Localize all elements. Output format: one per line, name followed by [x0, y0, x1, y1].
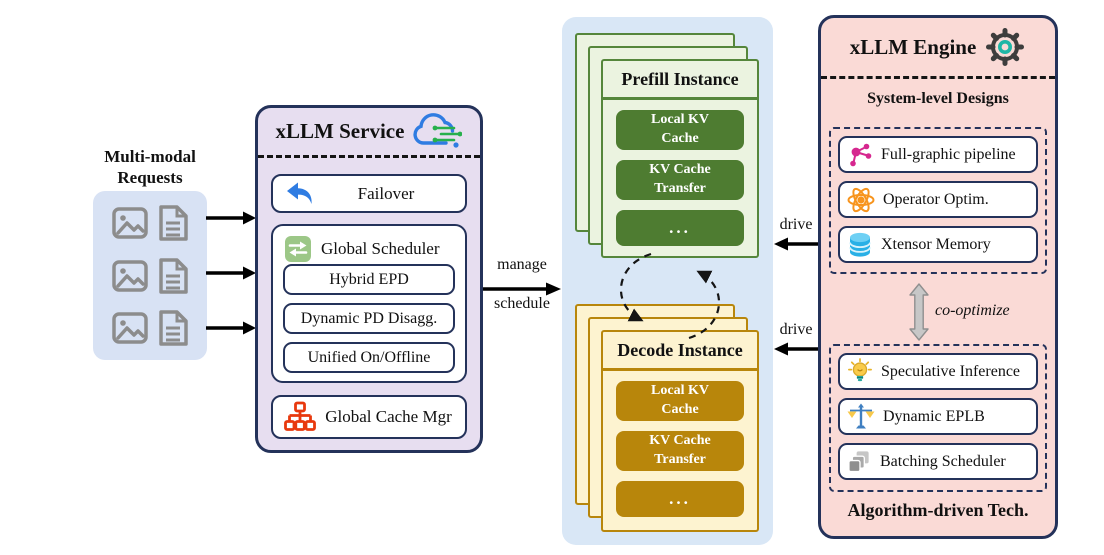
request-arrow	[206, 211, 256, 225]
graph-pipeline-icon	[850, 143, 872, 166]
document-icon	[158, 205, 188, 241]
drive-arrow-top	[774, 237, 819, 251]
item-dynamic-eplb: Dynamic EPLB	[838, 398, 1038, 435]
drive-arrow-bottom	[774, 342, 819, 356]
stacked-batches-icon	[848, 451, 869, 473]
item-label: Operator Optim.	[883, 190, 989, 208]
requests-title: Multi-modal Requests	[78, 146, 222, 189]
prefill-decode-cycle-arrows	[619, 252, 721, 340]
image-icon	[111, 312, 148, 344]
schedule-label: schedule	[494, 295, 550, 312]
xllm-service-box: xLLM Service Failover Global Scheduler H…	[255, 105, 483, 453]
requests-title-line2: Requests	[117, 168, 183, 188]
image-icon	[111, 207, 148, 239]
document-icon	[158, 310, 188, 346]
decode-ellipsis: ...	[616, 481, 744, 517]
item-speculative-inference: Speculative Inference	[838, 353, 1038, 390]
item-batching-scheduler: Batching Scheduler	[838, 443, 1038, 480]
scheduler-item-label: Hybrid EPD	[329, 270, 409, 288]
item-label: Speculative Inference	[881, 362, 1021, 380]
algorithm-driven-header: Algorithm-driven Tech.	[847, 500, 1029, 520]
scheduler-item-hybrid-epd: Hybrid EPD	[283, 264, 455, 295]
global-cache-mgr-box: Global Cache Mgr	[271, 395, 467, 439]
manage-label: manage	[497, 256, 547, 273]
request-item	[110, 203, 191, 243]
scheduler-item-label: Unified On/Offline	[307, 348, 431, 366]
request-item	[110, 256, 191, 296]
prefill-local-kv-cache: Local KV Cache	[616, 110, 744, 150]
algorithm-driven-group: Speculative Inference Dynamic EPLB Batch…	[829, 344, 1047, 492]
item-label: Xtensor Memory	[881, 235, 991, 253]
decode-local-kv-cache: Local KV Cache	[616, 381, 744, 421]
failover-arrow-icon	[287, 182, 312, 204]
item-label: Dynamic EPLB	[883, 407, 985, 425]
service-header: xLLM Service	[258, 108, 480, 158]
request-arrow	[206, 321, 256, 335]
cache-mgr-label: Global Cache Mgr	[325, 407, 452, 426]
engine-title: xLLM Engine	[849, 34, 977, 59]
item-label: Batching Scheduler	[880, 452, 1006, 470]
item-full-graphic-pipeline: Full-graphic pipeline	[838, 136, 1038, 173]
engine-header: xLLM Engine	[821, 18, 1055, 79]
prefill-ellipsis: ...	[616, 210, 744, 246]
requests-panel	[93, 191, 207, 360]
manage-schedule-arrow	[483, 282, 561, 296]
lightbulb-icon	[848, 358, 872, 382]
item-label: Full-graphic pipeline	[881, 145, 1016, 163]
cache-hierarchy-icon	[284, 401, 316, 431]
drive-label-bottom: drive	[779, 321, 813, 338]
scheduler-transfer-icon	[285, 236, 311, 262]
decode-title: Decode Instance	[603, 332, 757, 371]
co-optimize-arrow	[909, 283, 929, 341]
scheduler-item-dynamic-pd: Dynamic PD Disagg.	[283, 303, 455, 334]
prefill-body: Local KV Cache KV Cache Transfer ...	[603, 100, 757, 246]
decode-kv-cache-transfer: KV Cache Transfer	[616, 431, 744, 471]
system-level-header: System-level Designs	[867, 90, 1009, 107]
database-icon	[849, 232, 871, 257]
system-level-group: Full-graphic pipeline Operator Optim. Xt…	[829, 127, 1047, 274]
prefill-kv-cache-transfer: KV Cache Transfer	[616, 160, 744, 200]
failover-label: Failover	[357, 183, 415, 203]
scheduler-title: Global Scheduler	[321, 239, 440, 258]
document-icon	[158, 257, 188, 294]
item-operator-optim: Operator Optim.	[838, 181, 1038, 218]
global-scheduler-box: Global Scheduler Hybrid EPD Dynamic PD D…	[271, 224, 467, 383]
service-title: xLLM Service	[275, 119, 405, 143]
co-optimize-label: co-optimize	[935, 302, 1010, 319]
scheduler-item-unified-onoffline: Unified On/Offline	[283, 342, 455, 373]
image-icon	[111, 259, 148, 292]
failover-box: Failover	[271, 174, 467, 213]
request-arrow	[206, 266, 256, 280]
item-xtensor-memory: Xtensor Memory	[838, 226, 1038, 263]
cloud-circuit-icon	[413, 112, 463, 148]
atom-icon	[847, 187, 875, 212]
prefill-title: Prefill Instance	[603, 61, 757, 100]
decode-instance-card: Decode Instance Local KV Cache KV Cache …	[601, 330, 759, 532]
gear-icon	[986, 28, 1025, 66]
xllm-engine-box: xLLM Engine System-level Designs Full-gr…	[818, 15, 1058, 539]
scheduler-header: Global Scheduler	[273, 226, 465, 264]
prefill-instance-card: Prefill Instance Local KV Cache KV Cache…	[601, 59, 759, 258]
scheduler-item-label: Dynamic PD Disagg.	[300, 309, 438, 327]
request-item	[110, 308, 191, 348]
drive-label-top: drive	[779, 216, 813, 233]
balance-scale-icon	[847, 403, 875, 428]
decode-body: Local KV Cache KV Cache Transfer ...	[603, 371, 757, 517]
requests-title-line1: Multi-modal	[104, 147, 196, 166]
